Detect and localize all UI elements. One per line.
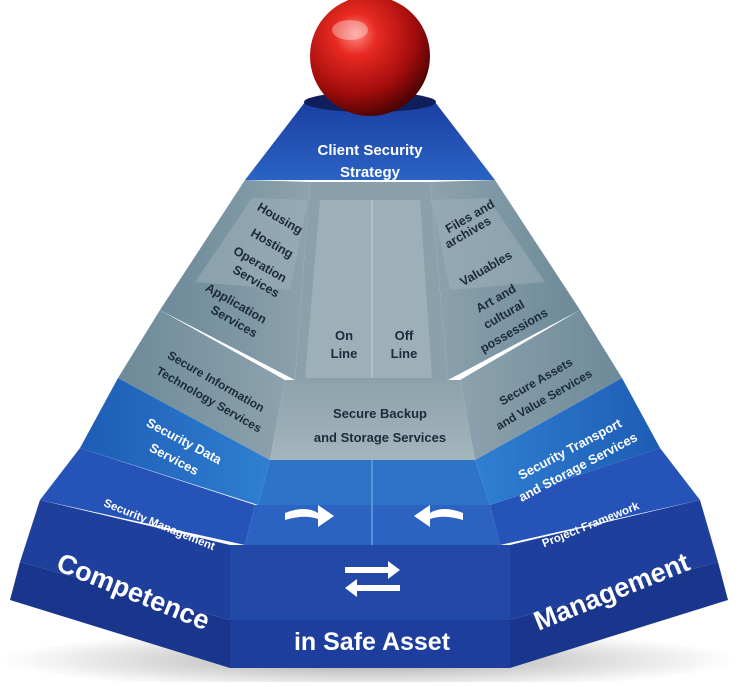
tier2-left-face xyxy=(118,310,285,460)
offline-label-line2: Line xyxy=(391,346,418,361)
right-arrow-icon xyxy=(285,505,334,527)
tier4-left-face xyxy=(40,448,255,545)
online-label-line1: On xyxy=(335,328,353,343)
tier3-center-face xyxy=(258,460,490,505)
center-inner-panel xyxy=(305,200,432,378)
red-sphere-icon xyxy=(310,0,430,116)
base-left-face xyxy=(20,500,230,620)
base-right-face xyxy=(510,500,718,620)
right-inner-panel xyxy=(432,198,545,290)
base-center-bottom xyxy=(230,620,510,668)
left-arrow-icon xyxy=(414,505,463,527)
top-cap-face xyxy=(245,102,495,180)
tier2-center-line1: Secure Backup xyxy=(333,406,427,421)
tier3-right-face xyxy=(475,378,660,505)
tier3-left-face xyxy=(80,378,270,505)
base-center-text: in Safe Asset xyxy=(294,628,451,656)
tier4-right-face xyxy=(490,448,700,545)
tier2-center-face xyxy=(270,380,475,460)
online-label-line2: Line xyxy=(331,346,358,361)
tier2-center-line2: and Storage Services xyxy=(314,430,446,445)
base-center-face xyxy=(230,545,510,620)
top-title-line1: Client Security xyxy=(317,142,423,159)
left-inner-panel xyxy=(195,198,308,290)
tier2-right-face xyxy=(460,310,622,460)
swap-arrows-icon xyxy=(345,561,400,597)
top-title-line2: Strategy xyxy=(340,164,401,181)
offline-label-line1: Off xyxy=(395,328,414,343)
sphere-highlight xyxy=(332,20,368,40)
base-right-bottom xyxy=(510,562,728,668)
base-left-bottom xyxy=(10,562,230,668)
